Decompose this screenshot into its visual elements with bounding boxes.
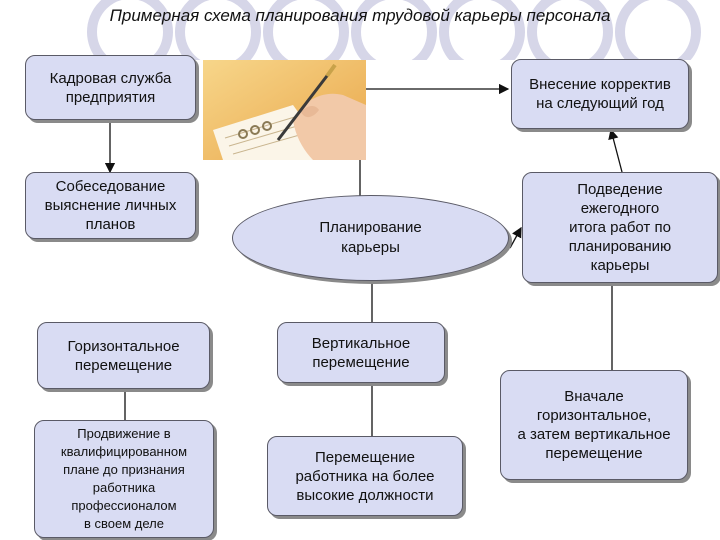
qualified-promotion-box: Продвижение в квалифицированном плане до…: [34, 420, 214, 538]
vertical-move-box: Вертикальное перемещение: [277, 322, 445, 383]
hr-service-box: Кадровая служба предприятия: [25, 55, 196, 120]
interview-box: Собеседование выяснение личных планов: [25, 172, 196, 239]
arrow-summary-to-corrections: [608, 128, 623, 173]
career-planning-ellipse: Планирование карьеры: [232, 195, 509, 281]
horizontal-then-vertical-box: Вначале горизонтальное, а затем вертикал…: [500, 370, 688, 480]
arrow-planning-to-summary: [509, 226, 522, 249]
corrections-box: Внесение корректив на следующий год: [511, 59, 689, 129]
background-circles: [87, 0, 701, 60]
horizontal-move-box: Горизонтальное перемещение: [37, 322, 210, 389]
higher-positions-box: Перемещение работника на более высокие д…: [267, 436, 463, 516]
annual-summary-box: Подведение ежегодного итога работ по пла…: [522, 172, 718, 283]
hand-writing-illustration: [203, 60, 366, 160]
page-title: Примерная схема планирования трудовой ка…: [109, 6, 611, 25]
